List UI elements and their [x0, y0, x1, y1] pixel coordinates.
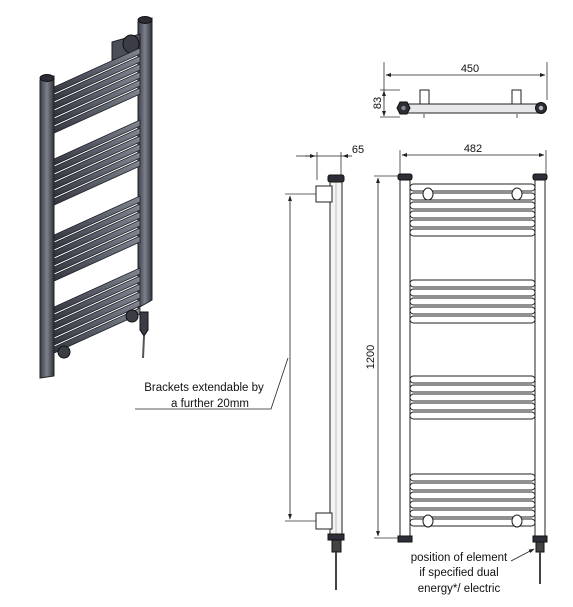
front-bar	[409, 473, 536, 482]
front-bar	[409, 210, 536, 219]
element-note-line2: if specified dual	[419, 567, 498, 579]
brackets-note: Brackets extendable by a further 20mm	[135, 357, 289, 410]
dim-front-width: 482	[464, 143, 482, 155]
perspective-bars	[51, 47, 141, 355]
perspective-view	[39, 16, 153, 379]
element-note-line1: position of element	[411, 552, 508, 564]
element-note: position of element if specified dual en…	[411, 548, 535, 595]
front-bar	[409, 402, 536, 411]
brackets-note-line2: a further 20mm	[171, 398, 249, 410]
front-bar	[409, 279, 536, 288]
front-bar	[409, 375, 536, 384]
dim-front-height: 1200	[365, 345, 377, 369]
front-rail	[39, 75, 55, 379]
front-bar	[409, 509, 536, 518]
front-view: 482 1200	[365, 143, 548, 584]
front-bar	[409, 192, 536, 201]
element-note-line3: energy*/ electric	[418, 583, 501, 595]
dim-side-depth: 65	[352, 144, 364, 156]
front-bar	[409, 315, 536, 324]
front-bars	[409, 183, 536, 527]
front-bar	[409, 297, 536, 306]
front-bar	[409, 491, 536, 500]
front-bar	[409, 518, 536, 527]
front-bar	[409, 201, 536, 210]
front-bar	[409, 228, 536, 237]
front-bar	[409, 500, 536, 509]
front-bar	[409, 482, 536, 491]
side-view: 65	[285, 144, 364, 590]
front-bar	[409, 183, 536, 192]
front-bar	[409, 393, 536, 402]
front-bar	[409, 411, 536, 420]
top-view: 450 83	[372, 62, 548, 118]
front-bar	[409, 306, 536, 315]
front-bar	[409, 384, 536, 393]
front-bar	[409, 219, 536, 228]
front-bar	[409, 288, 536, 297]
dim-top-width: 450	[461, 63, 479, 75]
brackets-note-line1: Brackets extendable by	[144, 382, 264, 394]
heating-element	[139, 311, 149, 337]
dim-top-depth: 83	[372, 97, 384, 109]
